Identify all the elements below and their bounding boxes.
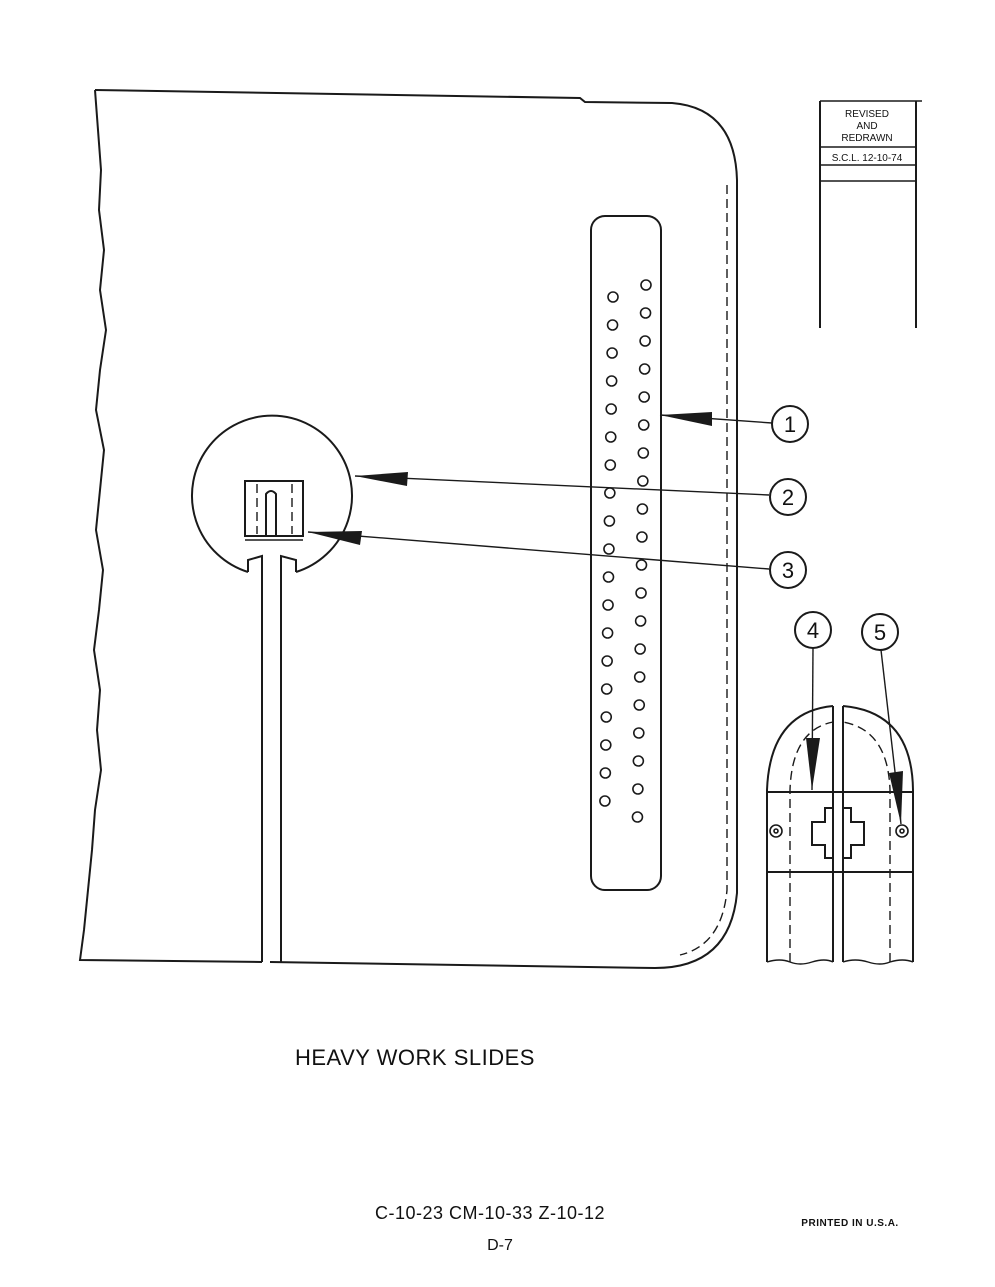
slot-hole-left-9 xyxy=(603,543,615,555)
slot-hole-right-13 xyxy=(634,643,646,655)
page-number: D-7 xyxy=(487,1237,513,1254)
slot-hole-right-2 xyxy=(639,335,651,347)
arrowhead-1 xyxy=(660,412,712,426)
revision-line-2: AND xyxy=(856,121,877,132)
slot-hole-right-3 xyxy=(638,363,651,375)
slot-hole-left-1 xyxy=(606,319,619,331)
printed-note: PRINTED IN U.S.A. xyxy=(801,1218,899,1229)
revision-block: REVISED AND REDRAWN S.C.L. 12-10-74 xyxy=(819,100,922,328)
slot-hole-right-16 xyxy=(632,727,645,739)
arrowhead-2 xyxy=(355,472,408,486)
slot-hole-right-9 xyxy=(636,531,648,543)
revision-stamp: S.C.L. 12-10-74 xyxy=(832,153,903,164)
slot-hole-left-0 xyxy=(607,291,619,303)
slide-plate xyxy=(78,89,738,970)
slot-hole-left-7 xyxy=(604,487,616,499)
slot-hole-right-8 xyxy=(636,503,649,515)
slot-hole-right-15 xyxy=(633,699,646,711)
slot-hole-left-10 xyxy=(602,571,615,583)
slot-hole-left-13 xyxy=(601,655,613,667)
slot-hole-right-6 xyxy=(637,447,650,459)
part-codes: C-10-23 CM-10-33 Z-10-12 xyxy=(374,1203,606,1223)
slot-hole-left-8 xyxy=(603,515,616,527)
slot-hole-left-6 xyxy=(604,459,617,471)
slot-hole-right-17 xyxy=(632,755,645,767)
arrowhead-3 xyxy=(308,531,362,545)
callout-1: 1 xyxy=(771,405,809,443)
slot-hole-right-0 xyxy=(640,279,652,291)
callout-2: 2 xyxy=(769,478,807,516)
slot-hole-right-19 xyxy=(631,811,644,823)
slot-hole-left-14 xyxy=(600,683,613,695)
circular-cutout xyxy=(191,414,353,962)
callout-5: 5 xyxy=(861,613,899,651)
slot-hole-left-5 xyxy=(604,431,617,443)
revision-line-3: REDRAWN xyxy=(841,133,892,144)
slot-hole-left-12 xyxy=(601,627,614,639)
slot-hole-right-5 xyxy=(637,419,650,431)
slot-hole-left-15 xyxy=(600,711,613,723)
slot-hole-right-4 xyxy=(638,391,651,403)
drawing-title: HEAVY WORK SLIDES xyxy=(295,1045,535,1070)
arrowhead-4 xyxy=(806,738,820,790)
callout-2-label: 2 xyxy=(782,485,794,510)
callout-4-label: 4 xyxy=(807,618,819,643)
slot-hole-right-12 xyxy=(634,615,647,627)
slot-hole-left-2 xyxy=(606,347,618,359)
callout-4: 4 xyxy=(794,611,832,649)
slot-hole-right-7 xyxy=(637,475,649,487)
slot-hole-left-18 xyxy=(599,795,611,807)
slot-hole-right-14 xyxy=(633,671,646,683)
slot-hole-right-11 xyxy=(635,587,647,599)
slot-hole-left-11 xyxy=(602,599,614,611)
slot-hole-left-4 xyxy=(605,403,618,415)
callout-3: 3 xyxy=(769,551,807,589)
hole-slot xyxy=(590,215,662,891)
callout-1-label: 1 xyxy=(784,412,796,437)
callout-5-label: 5 xyxy=(874,620,886,645)
slot-hole-left-16 xyxy=(599,739,612,751)
slot-hole-right-1 xyxy=(639,307,652,319)
detail-view xyxy=(766,705,914,965)
leader-lines xyxy=(307,412,903,825)
slot-hole-left-3 xyxy=(605,375,618,387)
slot-hole-right-10 xyxy=(635,559,648,571)
callout-3-label: 3 xyxy=(782,558,794,583)
arrowhead-5 xyxy=(889,771,903,824)
slot-holes xyxy=(599,279,652,823)
slot-hole-left-17 xyxy=(599,767,612,779)
revision-line-1: REVISED xyxy=(845,109,889,120)
slot-hole-right-18 xyxy=(632,783,644,795)
